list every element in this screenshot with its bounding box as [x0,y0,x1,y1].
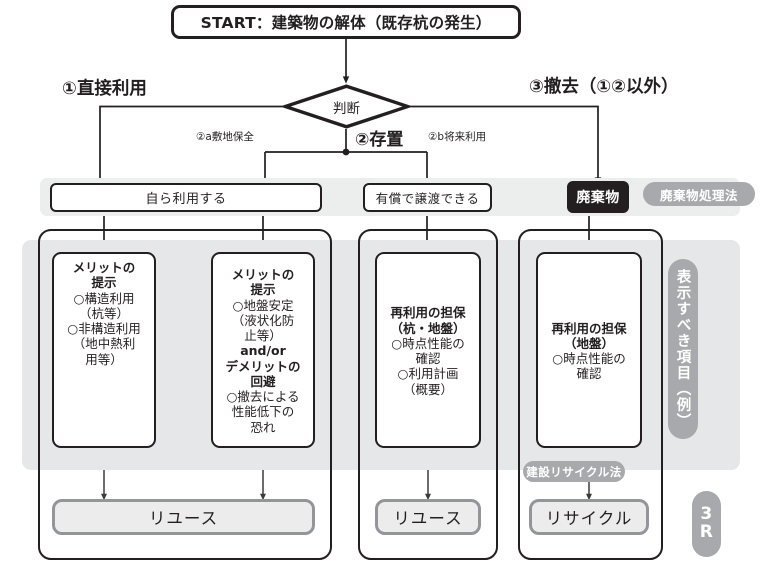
start-box: START：建築物の解体（既存杭の発生） [171,5,521,39]
decision-label: 判断 [333,100,360,117]
detail-items: ○構造利用 （杭等） ○非構造利用 （地中熱利 用等） [67,290,141,367]
branch-label-direct-use: ①直接利用 [62,79,147,99]
detail-connector: and/or [240,343,286,359]
category-box-waste: 廃棄物 [567,181,629,213]
detail-box-merit-demerit: メリットの 提示 ○地盤安定 （液状化防 止等） and/or デメリットの 回… [211,252,315,448]
outcome-recycle: リサイクル [529,499,649,535]
detail-heading-2: デメリットの 回避 [225,358,301,389]
diamond-shape [279,84,414,129]
detail-items: ○地盤安定 （液状化防 止等） [231,297,295,344]
branch-label-store: ②存置 [355,130,404,150]
badge-waste-disposal-law: 廃棄物処理法 [643,182,755,206]
panel-waste [518,229,663,560]
detail-heading: 再利用の担保 （杭・地盤） [390,305,466,336]
detail-box-reuse-guarantee-pile-ground: 再利用の担保 （杭・地盤） ○時点性能の 確認 ○利用計画 （概要） [375,252,481,448]
decision-diamond: 判断 [279,84,414,129]
category-box-self-use: 自ら利用する [50,183,322,212]
panel-self-use [38,229,332,560]
category-box-paid-transfer: 有償で譲渡できる [363,183,492,212]
badge-construction-recycling-law: 建設リサイクル法 [523,461,625,482]
badge-3r-line2: R [699,522,714,542]
branch-label-store-b: ②b将来利用 [428,131,487,143]
detail-items: ○時点性能の 確認 ○利用計画 （概要） [391,335,465,397]
badge-display-items: 表示すべき項目（例） [668,259,698,439]
detail-heading: 再利用の担保 （地盤） [551,320,627,351]
outcome-reuse-paid-transfer: リユース [375,499,481,535]
outcome-reuse-self-use: リユース [52,499,315,535]
panel-paid-transfer [358,229,498,560]
detail-items-2: ○撤去による 性能低下の 恐れ [226,389,300,435]
detail-box-merit-structural: メリットの 提示 ○構造利用 （杭等） ○非構造利用 （地中熱利 用等） [52,252,156,448]
detail-items: ○時点性能の 確認 [552,351,626,382]
detail-heading: メリットの 提示 [72,260,136,291]
detail-heading: メリットの 提示 [231,267,295,298]
branch-label-store-a: ②a敷地保全 [196,131,254,143]
badge-3r-line1: 3 [700,504,713,525]
badge-3r: 3 R [692,491,721,557]
branch-label-removal: ③撤去（①②以外） [529,77,679,97]
detail-box-reuse-guarantee-ground: 再利用の担保 （地盤） ○時点性能の 確認 [536,252,642,448]
